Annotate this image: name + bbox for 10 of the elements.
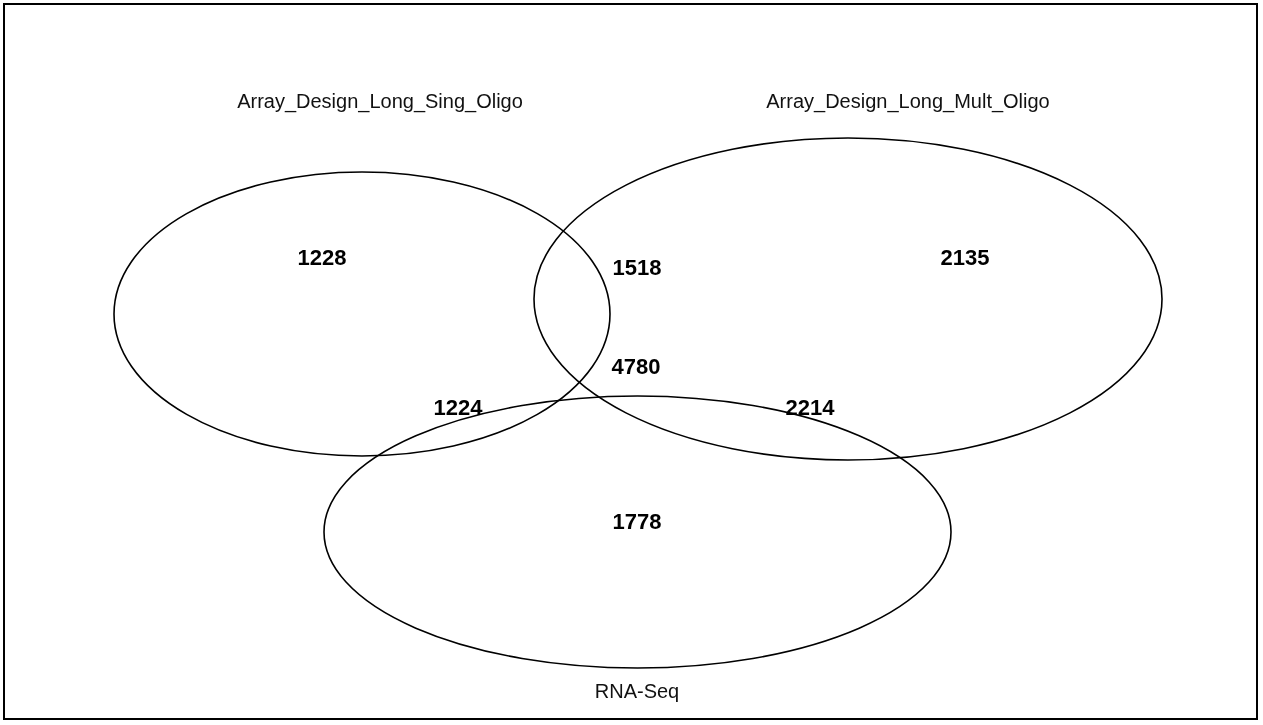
count-label: 4780 (611, 354, 661, 380)
count-label: 1224 (433, 395, 483, 421)
count-label: 2214 (785, 395, 835, 421)
set-label: Array_Design_Long_Mult_Oligo (766, 90, 1050, 113)
count-label: 1778 (612, 509, 662, 535)
count-label: 1228 (297, 245, 347, 271)
set-label: RNA-Seq (594, 680, 680, 703)
count-label: 1518 (612, 255, 662, 281)
count-label: 2135 (940, 245, 990, 271)
set-label: Array_Design_Long_Sing_Oligo (237, 90, 523, 113)
